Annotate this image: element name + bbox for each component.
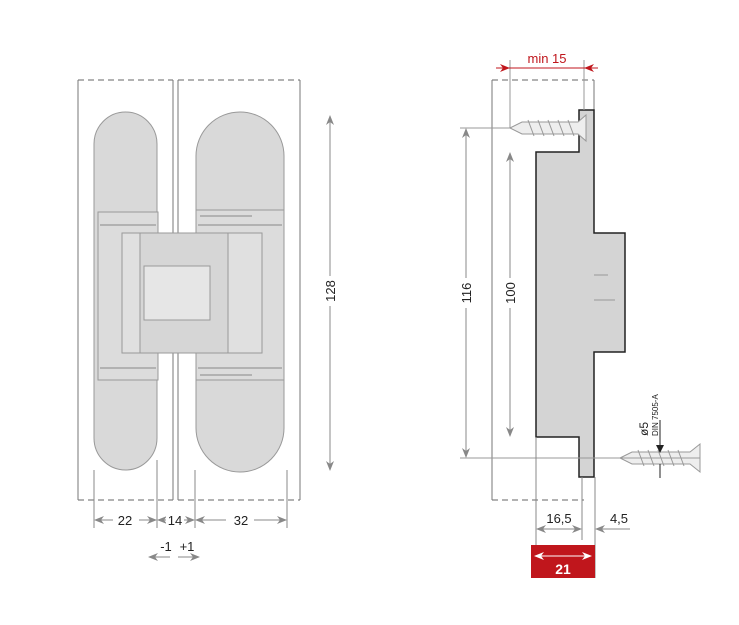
dim-22-label: 22 bbox=[118, 513, 132, 528]
dim-116-label: 116 bbox=[459, 283, 474, 304]
total-depth-badge bbox=[531, 545, 595, 578]
frame-dashed-edges bbox=[78, 79, 300, 501]
dim-16-5-label: 16,5 bbox=[546, 511, 571, 526]
front-view: 128 22 14 32 -1 +1 bbox=[77, 79, 338, 561]
frame-dashed-edges-side bbox=[492, 79, 594, 501]
side-view: ø5 DIN 7505-A min 15 116 100 16,5 4,5 21 bbox=[458, 51, 701, 578]
screw-standard-label: DIN 7505-A bbox=[651, 394, 660, 436]
dim-128-label: 128 bbox=[323, 280, 338, 302]
adjust-plus-label: +1 bbox=[180, 539, 195, 554]
mechanism-lines bbox=[100, 215, 282, 376]
adjust-minus-label: -1 bbox=[160, 539, 172, 554]
min-depth-label: min 15 bbox=[527, 51, 566, 66]
center-recess bbox=[143, 265, 211, 321]
bottom-screw bbox=[618, 420, 701, 478]
total-depth-label: 21 bbox=[555, 561, 571, 577]
dim-4-5-label: 4,5 bbox=[610, 511, 628, 526]
extension-lines bbox=[93, 460, 288, 528]
dim-14-label: 14 bbox=[168, 513, 182, 528]
screw-diameter-label: ø5 bbox=[637, 422, 651, 436]
dim-32-label: 32 bbox=[234, 513, 248, 528]
dim-100-label: 100 bbox=[503, 282, 518, 304]
hinge-side-profile bbox=[535, 109, 626, 478]
top-screw bbox=[508, 113, 587, 143]
